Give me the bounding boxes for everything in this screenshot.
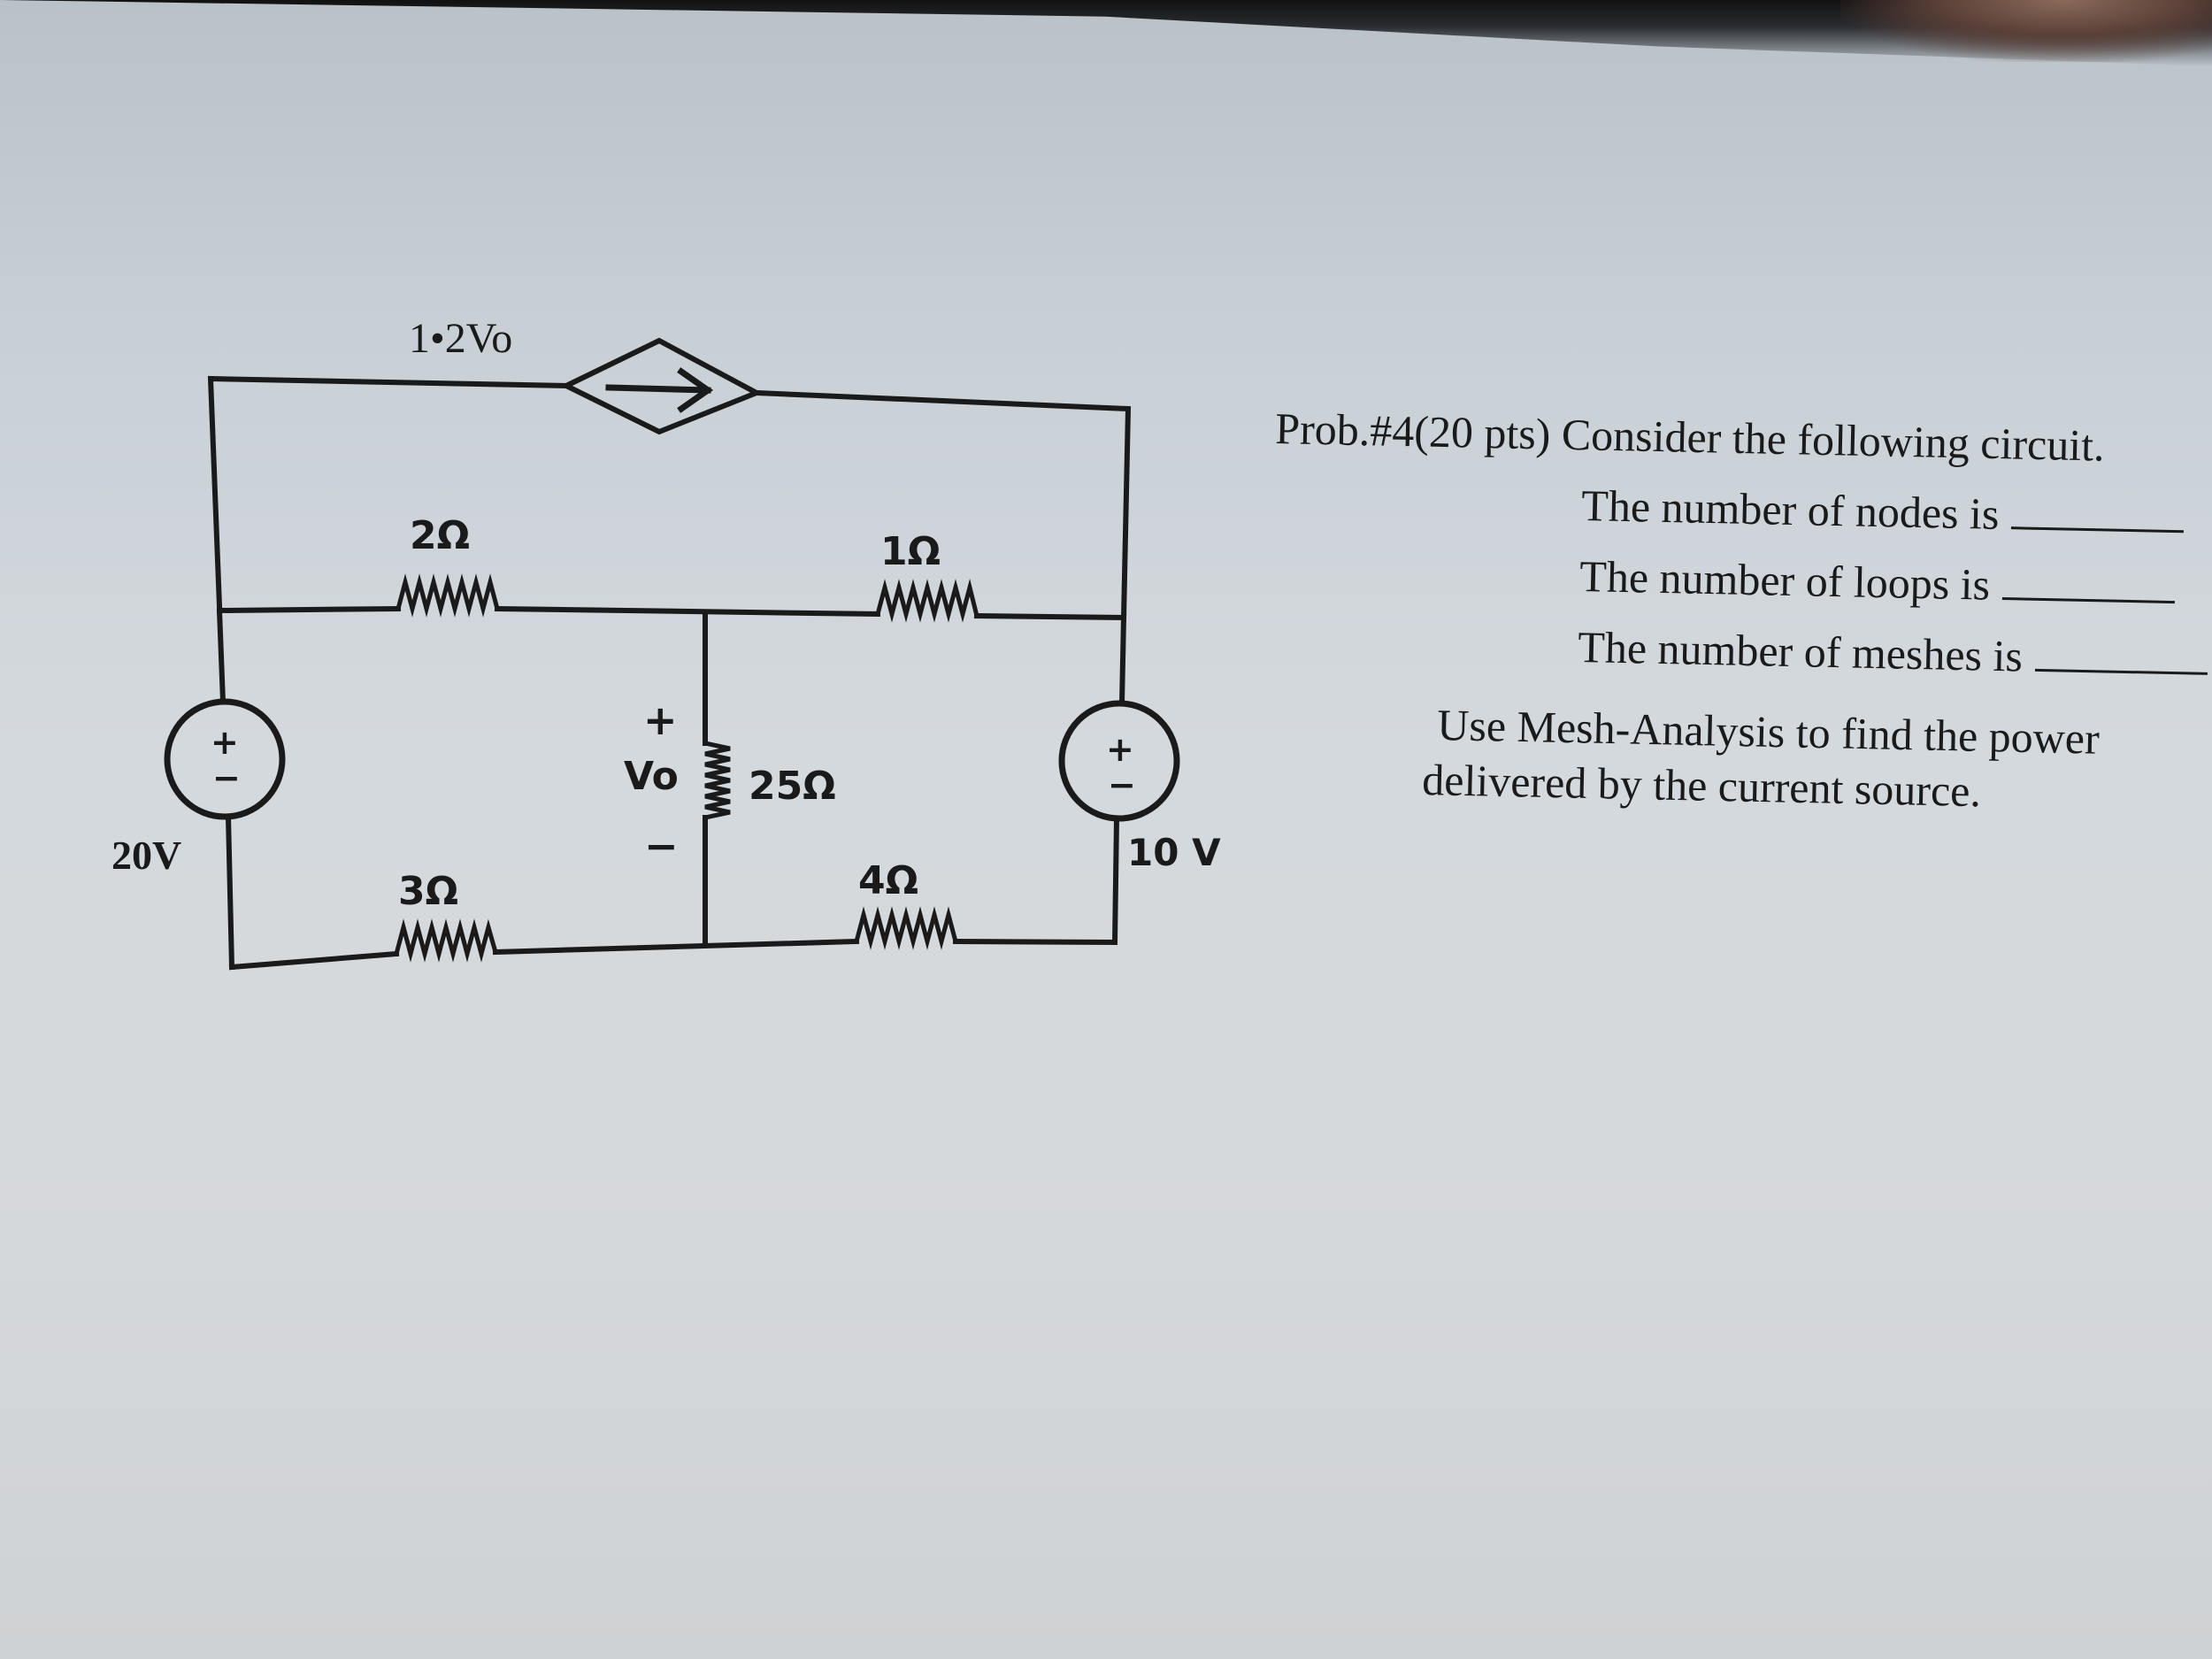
answer-blank-nodes (2011, 491, 2185, 534)
resistor-4ohm-zigzag (853, 906, 959, 950)
vo-minus-sign: − (644, 822, 679, 870)
question-meshes-text: The number of meshes is (1577, 621, 2024, 681)
resistor-1ohm-zigzag (874, 579, 980, 623)
wire-bottom-center (492, 938, 860, 956)
background-hand (1840, 0, 2212, 62)
wire-middle-right (973, 612, 1127, 621)
wire-top-right (753, 389, 1132, 621)
wire-middle-center (494, 605, 881, 618)
wire-bottom-right (952, 938, 1118, 946)
wire-right-lower (1111, 815, 1120, 946)
resistor-25ohm-zigzag (703, 741, 731, 820)
r-top-left-label: 2Ω (410, 513, 470, 558)
answer-blank-meshes (2034, 633, 2208, 675)
left-source-plus: + (211, 723, 239, 762)
wire-left-lower (225, 813, 235, 971)
vo-plus-sign: + (643, 696, 678, 744)
wire-top-left (207, 375, 570, 610)
dependent-current-source-icon (560, 337, 764, 435)
right-source-plus: + (1106, 730, 1134, 769)
question-loops-text: The number of loops is (1578, 550, 1991, 610)
left-source-minus: − (212, 758, 241, 797)
r-top-right-label: 1Ω (880, 529, 941, 574)
wire-bottom-left (228, 950, 400, 971)
resistor-3ohm-zigzag (393, 918, 499, 963)
wire-middle-left (216, 605, 402, 614)
voltage-source-20v-icon (164, 698, 286, 820)
arrow-right-icon (605, 367, 714, 413)
resistor-2ohm-zigzag (395, 573, 501, 618)
vo-label: Vo (624, 754, 679, 799)
wire-left-upper (216, 607, 227, 705)
left-source-label: 20V (111, 833, 181, 878)
right-source-minus: − (1108, 765, 1136, 804)
wire-right-upper (1118, 614, 1127, 707)
answer-blank-loops (2001, 562, 2176, 604)
question-nodes-text: The number of nodes is (1580, 480, 2001, 539)
r-bottom-left-label: 3Ω (398, 869, 458, 914)
r-bottom-right-label: 4Ω (858, 858, 918, 903)
dependent-source-label: 1•2Vo (409, 315, 512, 362)
right-source-label: 10 V (1127, 831, 1221, 874)
r-middle-label: 25Ω (749, 764, 836, 809)
